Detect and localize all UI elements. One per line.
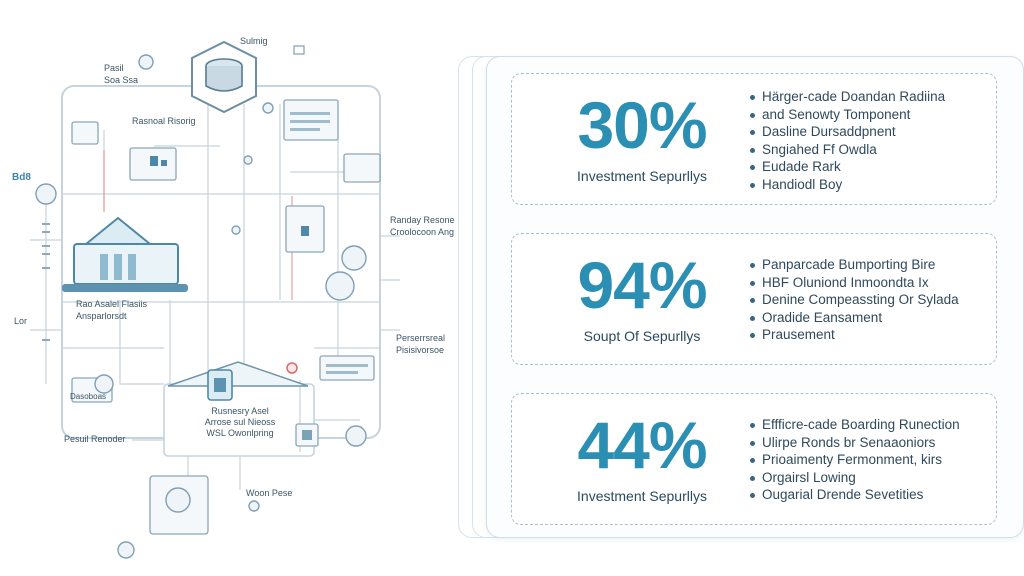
label-side-2: Lor xyxy=(14,316,28,326)
stat-value: 44% xyxy=(577,408,707,482)
stats-panel: 30% Investment Sepurllys Härger-cade Doa… xyxy=(486,56,1024,538)
label-side-1: Bd8 xyxy=(12,172,31,183)
stat-label: Investment Sepurllys xyxy=(577,488,707,504)
label-left-top: Pasil Soa Ssa xyxy=(104,63,139,85)
secure-module-icon xyxy=(167,361,309,401)
label-right-mid: Randay Resone Croolocoon Ang xyxy=(390,215,455,237)
small-window-icon xyxy=(293,45,305,55)
alert-icon xyxy=(286,362,298,374)
connector-lines xyxy=(30,100,400,500)
stat-bullet: Orgairsl Lowing xyxy=(748,469,994,487)
stat-card: 30% Investment Sepurllys Härger-cade Doa… xyxy=(511,73,997,205)
label-upper-mid: Rasnoal Risorig xyxy=(132,116,196,126)
stat-label: Investment Sepurllys xyxy=(577,168,707,184)
stat-bullet: Panparcade Bumporting Bire xyxy=(748,256,994,274)
label-top-hub: Sulmig xyxy=(240,36,268,46)
label-left-bottom: Pesuil Renoder xyxy=(64,434,126,444)
stat-bullet-list: Effficre-cade Boarding Runection Ulirpe … xyxy=(748,416,994,504)
stat-bullet: and Senowty Tomponent xyxy=(748,106,994,124)
stat-bullet: Eudade Rark xyxy=(748,158,994,176)
bank-building-icon xyxy=(62,216,188,292)
device-glyphs xyxy=(150,112,368,440)
stat-bullet: HBF Oluniond Inmoondta Ix xyxy=(748,274,994,292)
stat-label: Soupt Of Sepurllys xyxy=(583,328,701,344)
stat-bullet-list: Härger-cade Doandan Radiina and Senowty … xyxy=(748,88,994,193)
stat-card: 44% Investment Sepurllys Effficre-cade B… xyxy=(511,393,997,525)
stat-bullet: Dasline Dursaddpnent xyxy=(748,123,994,141)
stat-bullet: Oradide Eansament xyxy=(748,309,994,327)
stat-bullet: Prausement xyxy=(748,326,994,344)
stat-bullet: Härger-cade Doandan Radiina xyxy=(748,88,994,106)
label-left-building: Rao Asalel Flasiis Ansparlorsdt xyxy=(76,299,148,321)
label-right-lower: Perserrsreal Pisisivorsoe xyxy=(396,333,446,355)
label-left-small: Dasoboas xyxy=(70,392,107,401)
stat-card: 94% Soupt Of Sepurllys Panparcade Bumpor… xyxy=(511,233,997,365)
stat-bullet: Denine Compeassting Or Sylada xyxy=(748,291,994,309)
stat-value: 94% xyxy=(577,248,707,322)
stat-bullet: Prioaimenty Fermonment, kirs xyxy=(748,451,994,469)
stat-bullet: Handiodl Boy xyxy=(748,176,994,194)
stat-bullet-list: Panparcade Bumporting Bire HBF Oluniond … xyxy=(748,256,994,344)
database-hub-icon xyxy=(191,40,257,114)
stat-bullet: Ulirpe Ronds br Senaaoniors xyxy=(748,434,994,452)
node-icons xyxy=(35,54,367,559)
label-lower-building: Rusnesry Asel Arrose sul Nieoss WSL Owon… xyxy=(204,406,276,438)
label-bottom-center: Woon Pese xyxy=(246,488,293,498)
side-ticks xyxy=(42,223,50,341)
stat-bullet: Sngiahed Ff Owdla xyxy=(748,141,994,159)
stat-bullet: Effficre-cade Boarding Runection xyxy=(748,416,994,434)
stat-bullet: Ougarial Drende Sevetities xyxy=(748,486,994,504)
stat-value: 30% xyxy=(577,88,707,162)
